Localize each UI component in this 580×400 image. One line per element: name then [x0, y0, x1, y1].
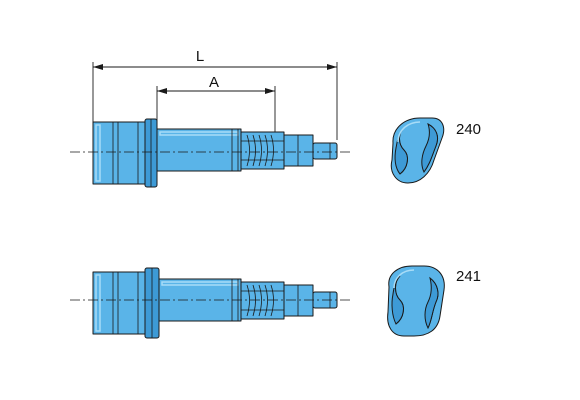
- cross-section-241: 241: [387, 265, 481, 337]
- shaft-240-pin: [312, 142, 338, 160]
- shaft-241-shoulder: [283, 284, 314, 317]
- shaft-240-spline-teeth: [241, 134, 284, 167]
- cross-section-240: 240: [390, 117, 481, 184]
- variant-241-label: 241: [456, 268, 481, 285]
- shaft-241-housing: [92, 271, 146, 335]
- shaft-240-shoulder: [283, 134, 314, 167]
- shaft-241: [70, 267, 352, 339]
- dimension-l-label: L: [196, 48, 204, 65]
- shaft-240: [70, 118, 352, 188]
- dimension-a-label: A: [209, 74, 219, 91]
- shaft-240-housing: [92, 121, 146, 185]
- dimension-l: L: [92, 48, 338, 140]
- variant-240-label: 240: [456, 121, 481, 138]
- dimension-a: A: [156, 74, 276, 135]
